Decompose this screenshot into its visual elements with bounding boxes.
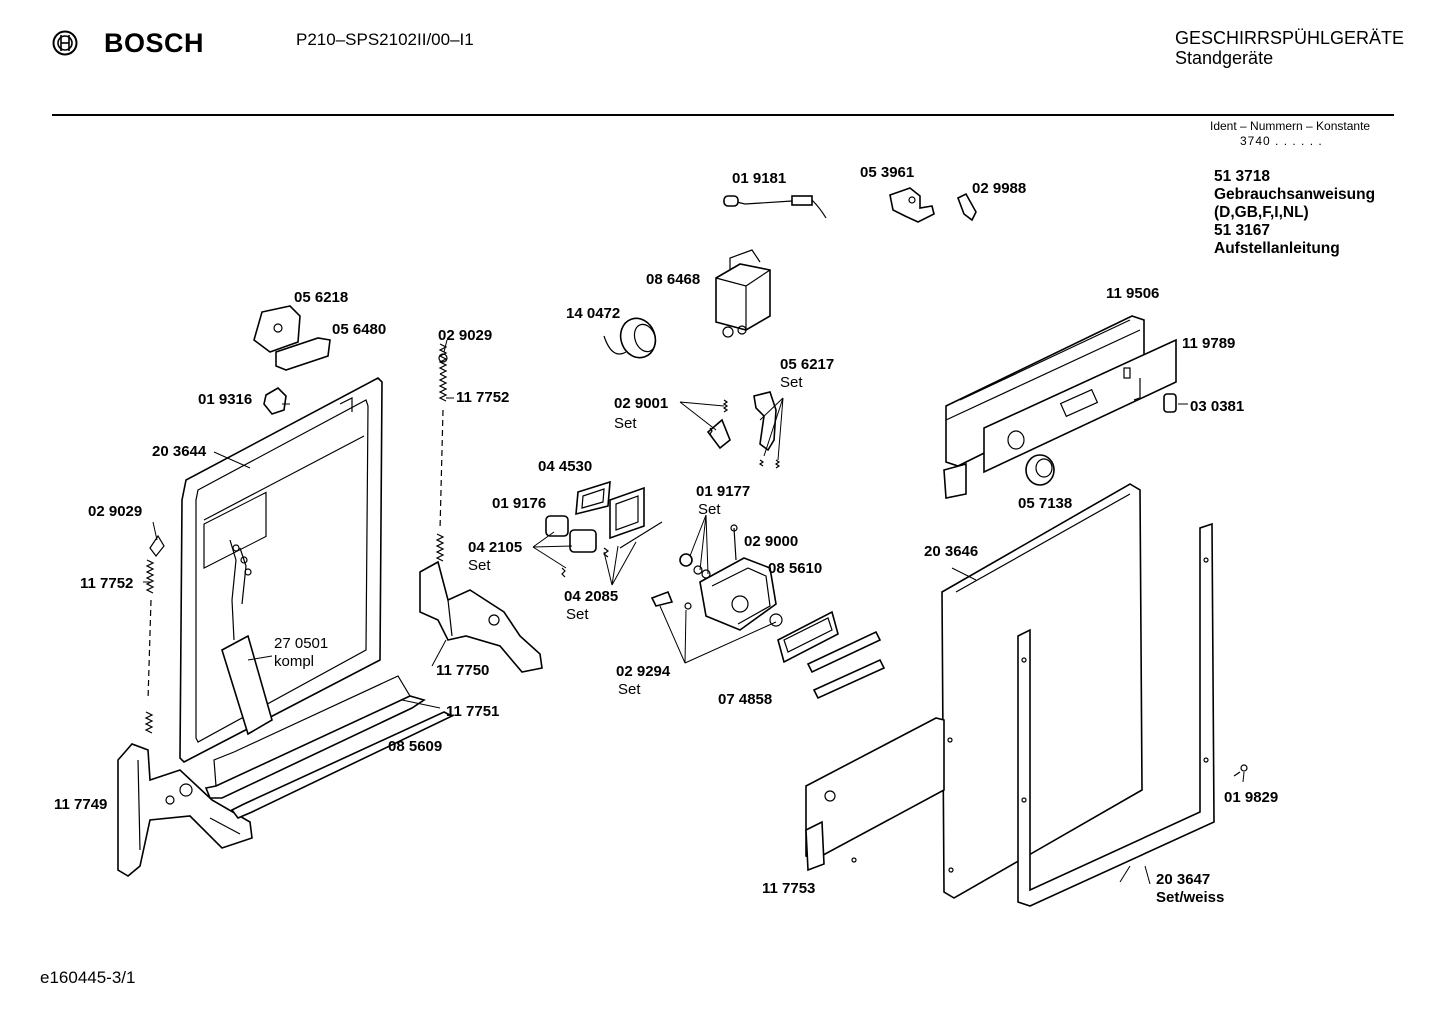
part-label: 04 2105 — [468, 539, 522, 556]
part-label: 11 7752 — [456, 389, 509, 406]
part-label: 07 4858 — [718, 691, 772, 708]
part-note: Set — [468, 557, 491, 574]
ident-code: 3740 . . . . . . — [1240, 134, 1323, 148]
timer-switch-drawing — [715, 249, 771, 338]
part-label: 20 3647 — [1156, 871, 1210, 888]
part-label: 27 0501 — [274, 635, 328, 652]
part-label: 11 9506 — [1106, 285, 1159, 302]
part-label: 11 7752 — [80, 575, 133, 592]
side-panel-drawing — [941, 483, 1143, 899]
part-label: 11 7749 — [54, 796, 107, 813]
ident-label: Ident – Nummern – Konstante — [1210, 119, 1371, 133]
part-label: 02 9294 — [616, 663, 671, 680]
part-label: 01 9316 — [198, 391, 252, 408]
plinth-drawing — [805, 717, 945, 872]
knob-drawing — [603, 317, 657, 359]
document-number: 51 3167 — [1214, 222, 1271, 239]
gasket-frame-drawing — [777, 610, 886, 700]
category-subtitle: Standgeräte — [1175, 48, 1274, 68]
part-label: 08 6468 — [646, 271, 700, 288]
part-note: Set — [614, 415, 637, 432]
part-label: 02 9029 — [438, 327, 492, 344]
part-label: 11 7750 — [436, 662, 489, 679]
part-label: 05 7138 — [1018, 495, 1072, 512]
detergent-dispenser-drawing — [650, 524, 783, 631]
leader-lines — [143, 339, 1245, 885]
part-label: 05 6480 — [332, 321, 386, 338]
spring-drawing — [435, 343, 448, 562]
inner-door-drawing — [179, 377, 383, 763]
part-label: 01 9176 — [492, 495, 546, 512]
document-languages: (D,GB,F,I,NL) — [1214, 204, 1309, 221]
bottom-trim-drawing — [204, 675, 454, 819]
part-label: 01 9829 — [1224, 789, 1278, 806]
seal-drawing — [545, 480, 663, 578]
sensor-cable-drawing — [723, 195, 827, 219]
part-label: 11 7753 — [762, 880, 815, 897]
part-label: 20 3644 — [152, 443, 207, 460]
part-label: 02 9988 — [972, 180, 1026, 197]
part-note: Set — [698, 501, 721, 518]
door-hinge-drawing — [117, 743, 253, 877]
part-label: 04 4530 — [538, 458, 592, 475]
part-label: 01 9177 — [696, 483, 750, 500]
control-panel-drawing — [943, 315, 1177, 499]
door-latch-drawing — [253, 305, 331, 371]
small-knob-drawing — [1163, 393, 1177, 413]
clip-drawing — [956, 192, 977, 222]
part-label: 05 3961 — [860, 164, 914, 181]
part-label: 14 0472 — [566, 305, 620, 322]
header-divider — [52, 114, 1394, 116]
frame-panel-drawing — [1017, 522, 1215, 907]
document-title: Gebrauchsanweisung — [1214, 186, 1376, 203]
hinge-arm-drawing — [419, 560, 543, 673]
screw-drawing — [1233, 764, 1248, 777]
part-note: Set — [618, 681, 641, 698]
spring-left-drawing — [144, 534, 165, 734]
model-number: P210–SPS2102II/00–I1 — [296, 30, 474, 49]
part-label: 11 7751 — [446, 703, 499, 720]
part-label: 02 9000 — [744, 533, 798, 550]
part-note: kompl — [274, 653, 314, 670]
part-note: Set — [780, 374, 803, 391]
document-title: Aufstellanleitung — [1214, 240, 1340, 257]
part-label: 02 9001 — [614, 395, 668, 412]
bosch-logo-icon — [52, 30, 78, 56]
part-note: Set — [566, 606, 589, 623]
part-label: 05 6218 — [294, 289, 348, 306]
part-label: 04 2085 — [564, 588, 618, 605]
part-label: 05 6217 — [780, 356, 834, 373]
hinge-bracket-drawing — [889, 187, 935, 223]
part-label: 01 9181 — [732, 170, 786, 187]
spring-set-drawing — [706, 399, 731, 450]
button-knob-drawing — [1025, 454, 1055, 486]
brand-name: BOSCH — [104, 28, 205, 58]
small-clip-drawing — [263, 386, 287, 415]
category-title: GESCHIRRSPÜHLGERÄTE — [1175, 28, 1405, 48]
part-label: 08 5610 — [768, 560, 822, 577]
part-note: Set/weiss — [1156, 889, 1224, 906]
part-label: 20 3646 — [924, 543, 978, 560]
part-label: 08 5609 — [388, 738, 442, 755]
part-label: 03 0381 — [1190, 398, 1244, 415]
part-label: 11 9789 — [1182, 335, 1235, 352]
lever-drawing — [753, 391, 781, 469]
document-number: 51 3718 — [1214, 168, 1271, 185]
drawing-reference: e160445-3/1 — [40, 968, 136, 987]
part-label: 02 9029 — [88, 503, 142, 520]
